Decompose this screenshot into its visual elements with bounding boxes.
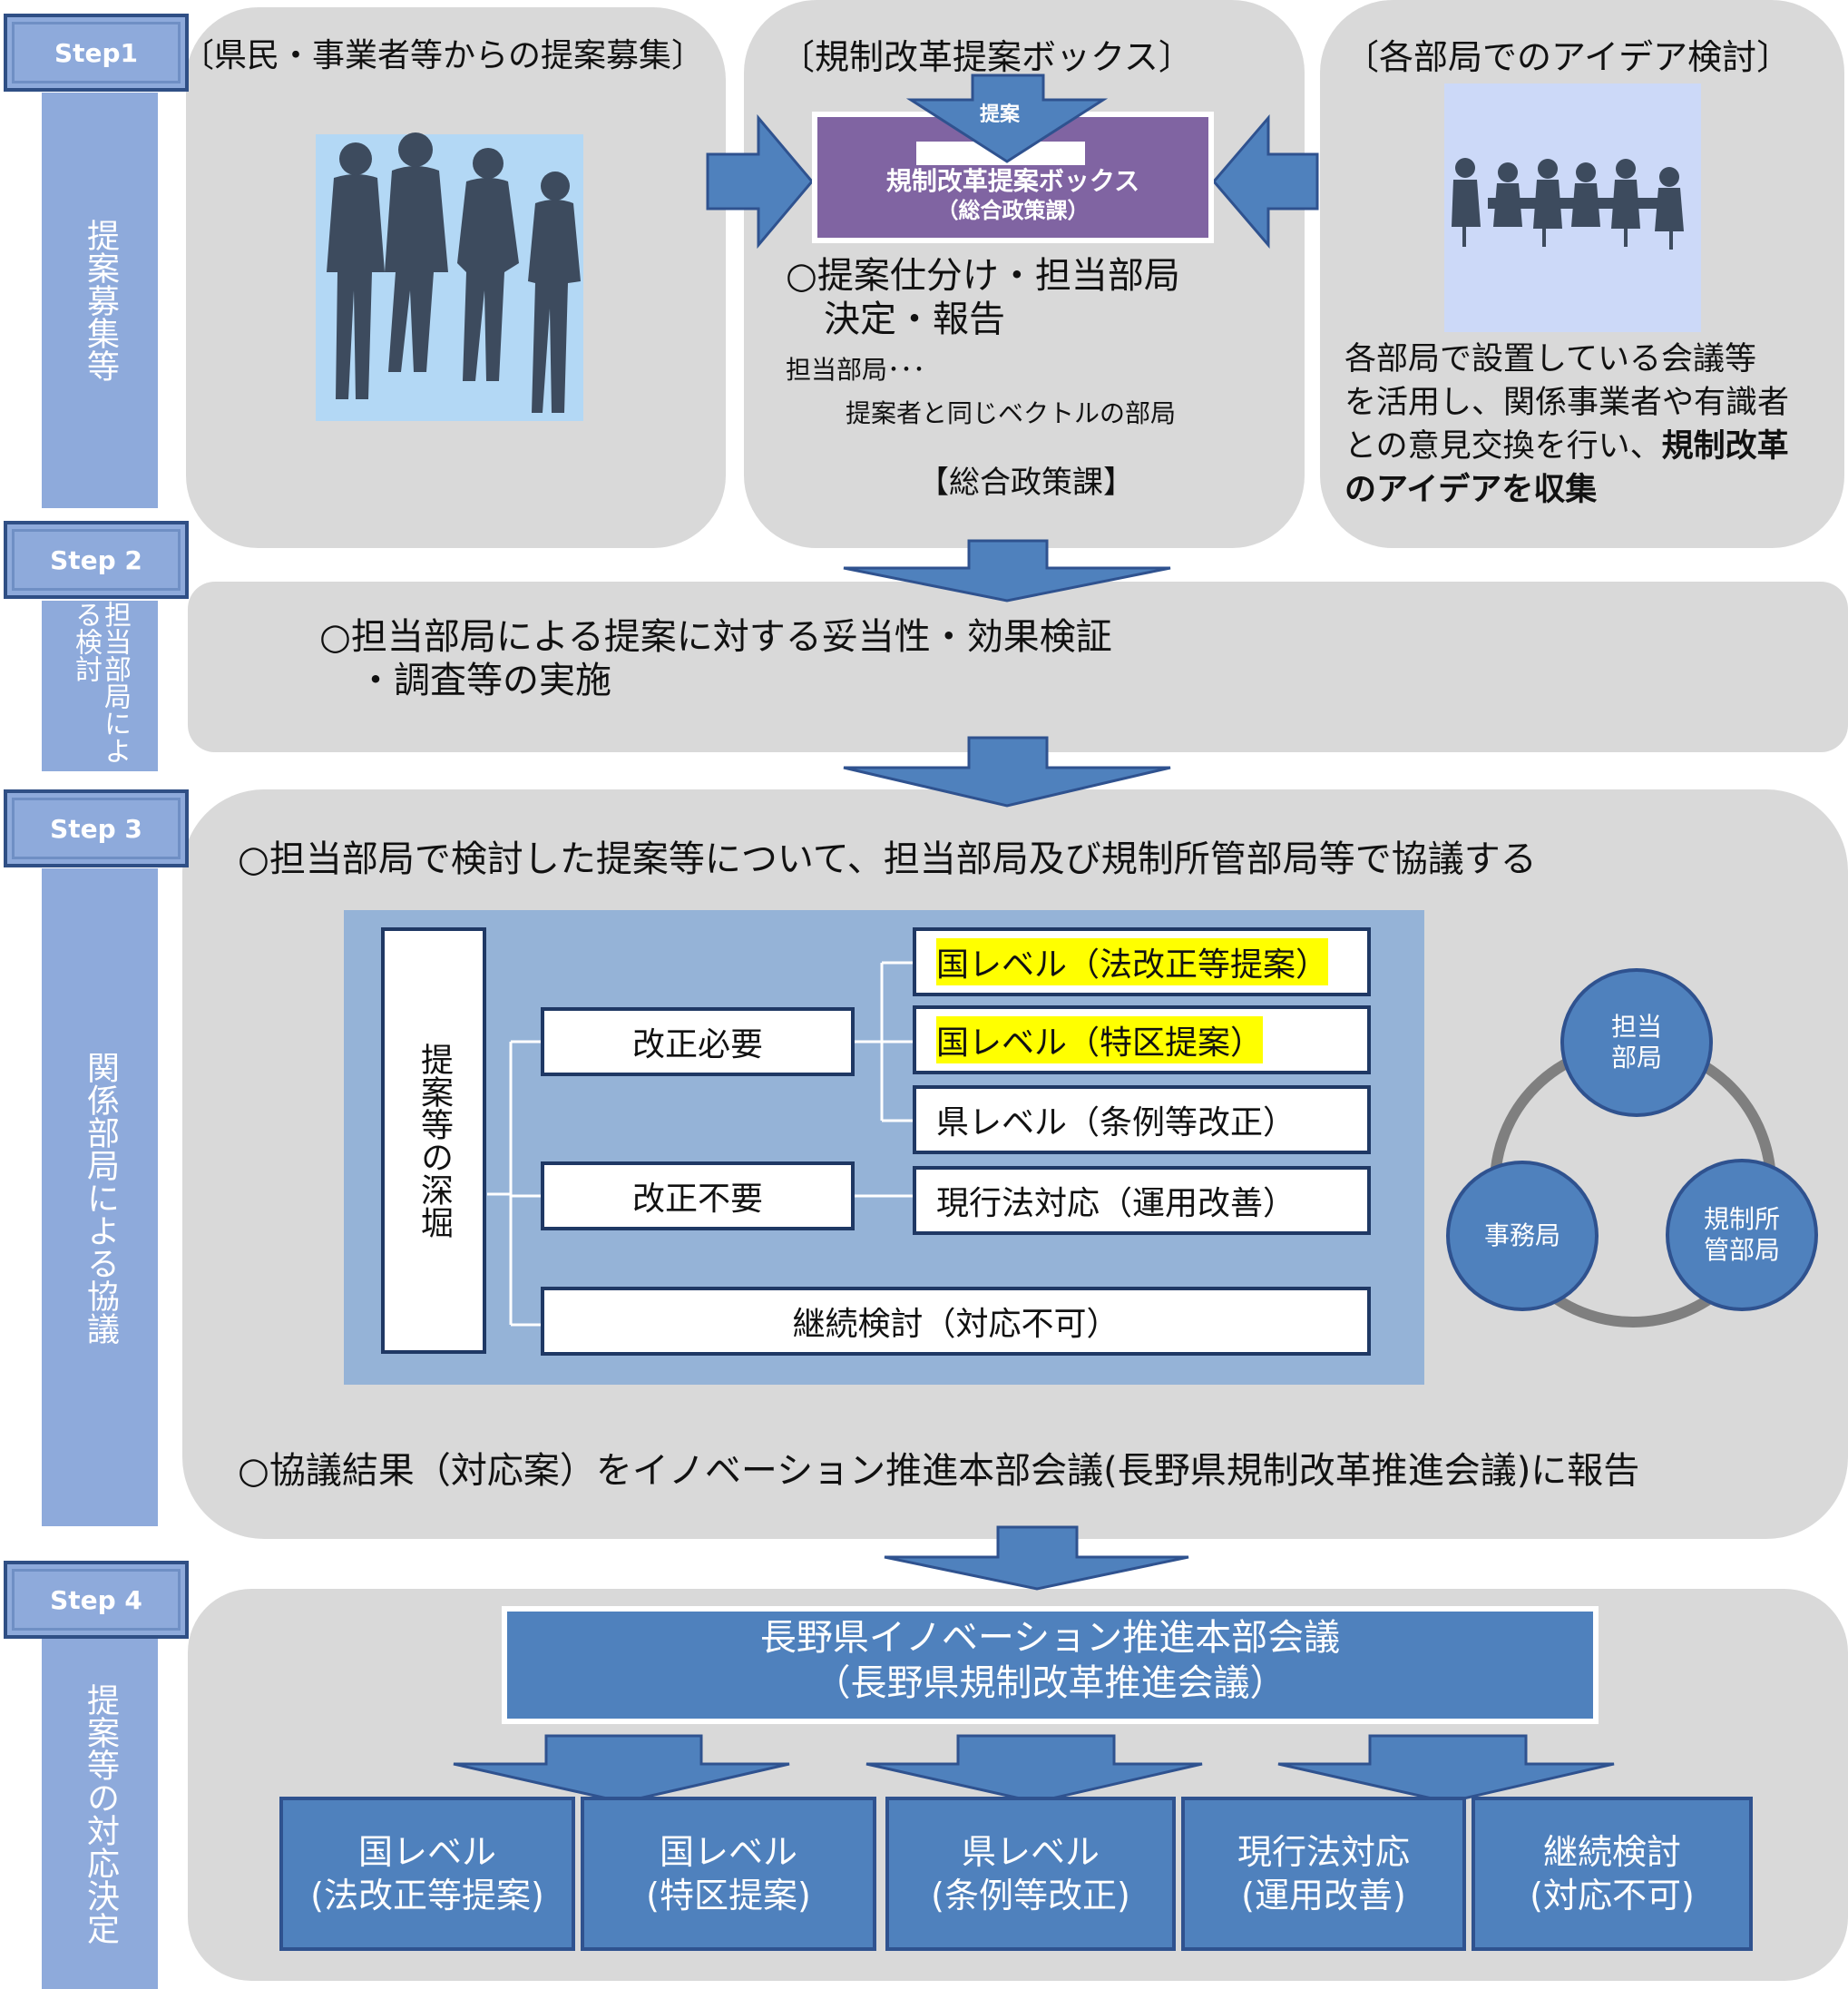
step1-col2-heading: 〔規制改革提案ボックス〕 <box>780 37 1193 77</box>
step1-label: Step1 <box>54 37 139 68</box>
idea-line4: のアイデアを収集 <box>1344 472 1598 508</box>
deep-dive-root-label: 提案等の深堀 <box>416 1043 453 1239</box>
cycle-right-line2: 管部局 <box>1703 1235 1780 1265</box>
cycle-node-secretariat: 事務局 <box>1446 1161 1599 1311</box>
arrow-right-from-left <box>706 113 814 250</box>
people-silhouette-image <box>316 132 583 421</box>
branch-revision-required: 改正必要 <box>541 1007 855 1076</box>
outcome-line2: (特区提案) <box>646 1876 811 1916</box>
outcome-national-special-zone: 国レベル (特区提案) <box>581 1797 876 1951</box>
branch-continue-label: 継続検討（対応不可） <box>792 1306 1120 1343</box>
arrow-step2-to-3 <box>843 736 1171 808</box>
arrow-step1-to-2 <box>843 539 1171 603</box>
outcome-current-law: 現行法対応 (運用改善) <box>1181 1797 1466 1951</box>
step2-panel <box>188 582 1848 752</box>
proposal-arrow <box>905 73 1109 163</box>
idea-collection-text: 各部局で設置している会議等 を活用し、関係事業者や有識者 との意見交換を行い、規… <box>1344 338 1789 512</box>
branch-revision-not-required: 改正不要 <box>541 1161 855 1230</box>
idea-line3: との意見交換を行い、規制改革 <box>1344 425 1789 468</box>
arrow-step3-to-4 <box>884 1525 1189 1591</box>
step2-sidebar: 担当部局による検討 <box>42 601 158 771</box>
outcome-prefecture: 県レベル (条例等改正) <box>885 1797 1176 1951</box>
idea-line3-plain: との意見交換を行い、 <box>1344 428 1662 465</box>
cycle-top-line1: 担当 <box>1610 1012 1662 1042</box>
outcome-line2: (対応不可) <box>1530 1876 1695 1916</box>
proposal-note2: 提案者と同じベクトルの部局 <box>846 398 1177 428</box>
proposal-bullet-line1: ○提案仕分け・担当部局 <box>786 255 1180 297</box>
leaf-national-law-label: 国レベル（法改正等提案） <box>936 938 1329 985</box>
cycle-node-responsible-dept: 担当部局 <box>1560 968 1713 1117</box>
proposal-note1: 担当部局･･･ <box>786 355 926 385</box>
step2-line2: ・調査等の実施 <box>357 660 611 701</box>
outcome-line1: 国レベル <box>659 1832 797 1872</box>
arrow-left-from-right <box>1212 113 1319 250</box>
step3-footer: ○協議結果（対応案）をイノベーション推進本部会議(長野県規制改革推進会議)に報告 <box>238 1450 1640 1492</box>
idea-line3-bold: 規制改革 <box>1661 428 1789 465</box>
deep-dive-root: 提案等の深堀 <box>381 927 486 1354</box>
proposal-arrow-label: 提案 <box>980 103 1021 126</box>
arrow-outcome-right <box>1277 1734 1615 1804</box>
branch-revision-not-required-label: 改正不要 <box>631 1181 763 1218</box>
step1-col1-heading: 〔県民・事業者等からの提案募集〕 <box>181 37 705 74</box>
idea-line1: 各部局で設置している会議等 <box>1344 341 1756 377</box>
step4-badge: Step 4 <box>4 1561 189 1639</box>
step2-line1: ○担当部局による提案に対する妥当性・効果検証 <box>319 616 1112 658</box>
council-box <box>507 1612 1593 1719</box>
council-text: 長野県イノベーション推進本部会議 （長野県規制改革推進会議） <box>507 1615 1593 1706</box>
step2-badge: Step 2 <box>4 521 189 599</box>
outcome-line1: 継続検討 <box>1542 1832 1681 1872</box>
step3-sidebar: 関係部局による協議 <box>42 868 158 1526</box>
outcome-national-law: 国レベル (法改正等提案) <box>279 1797 575 1951</box>
council-line2: （長野県規制改革推進会議） <box>814 1662 1286 1704</box>
leaf-current-law-label: 現行法対応（運用改善） <box>936 1185 1296 1222</box>
idea-line2: を活用し、関係事業者や有識者 <box>1344 385 1790 421</box>
step1-sidebar: 提案募集等 <box>42 93 158 508</box>
step2-text: ○担当部局による提案に対する妥当性・効果検証 ・調査等の実施 <box>319 615 1112 702</box>
cycle-left-label: 事務局 <box>1483 1220 1560 1250</box>
outcome-line1: 国レベル <box>357 1832 496 1872</box>
step4-side-text: 提案等の対応決定 <box>82 1683 119 1945</box>
outcome-line1: 県レベル <box>961 1832 1100 1872</box>
meeting-silhouette-image <box>1444 83 1701 332</box>
step1-side-text: 提案募集等 <box>82 219 119 382</box>
step1-badge: Step1 <box>4 14 189 92</box>
step3-badge: Step 3 <box>4 789 189 867</box>
arrow-outcome-left <box>453 1734 790 1804</box>
leaf-national-law: 国レベル（法改正等提案） <box>913 927 1371 996</box>
outcome-line2: (運用改善) <box>1241 1876 1406 1916</box>
step3-heading: ○担当部局で検討した提案等について、担当部局及び規制所管部局等で協議する <box>238 838 1537 880</box>
step1-col3-heading: 〔各部局でのアイデア検討〕 <box>1344 37 1792 77</box>
branch-revision-required-label: 改正必要 <box>631 1026 763 1063</box>
proposal-box-text: 規制改革提案ボックス （総合政策課） <box>817 167 1208 225</box>
leaf-prefecture: 県レベル（条例等改正） <box>913 1085 1371 1154</box>
proposal-box-line2: （総合政策課） <box>936 198 1090 223</box>
proposal-box-line1: 規制改革提案ボックス <box>885 166 1140 196</box>
step3-label: Step 3 <box>50 813 142 844</box>
proposal-bullet-line2: 決定・報告 <box>824 299 1005 340</box>
branch-continue: 継続検討（対応不可） <box>541 1287 1371 1356</box>
outcome-line2: (法改正等提案) <box>310 1876 544 1916</box>
outcome-line1: 現行法対応 <box>1237 1832 1410 1872</box>
council-line1: 長野県イノベーション推進本部会議 <box>759 1617 1341 1659</box>
arrow-outcome-center <box>865 1734 1203 1804</box>
cycle-right-line1: 規制所 <box>1703 1204 1780 1234</box>
leaf-national-special-zone: 国レベル（特区提案） <box>913 1005 1371 1074</box>
leaf-national-special-zone-label: 国レベル（特区提案） <box>936 1016 1264 1063</box>
outcome-line2: (条例等改正) <box>931 1876 1130 1916</box>
proposal-bullet: ○提案仕分け・担当部局 決定・報告 <box>786 254 1180 341</box>
step4-label: Step 4 <box>50 1584 142 1615</box>
cycle-node-regulatory-dept: 規制所管部局 <box>1666 1159 1818 1311</box>
step4-sidebar: 提案等の対応決定 <box>42 1639 158 1989</box>
cycle-top-line2: 部局 <box>1610 1043 1662 1073</box>
step3-side-text: 関係部局による協議 <box>82 1050 119 1345</box>
step2-side-text: 担当部局による検討 <box>70 601 131 764</box>
leaf-current-law: 現行法対応（運用改善） <box>913 1166 1371 1235</box>
proposal-footer: 【総合政策課】 <box>918 465 1134 501</box>
step2-label: Step 2 <box>50 544 142 575</box>
leaf-prefecture-label: 県レベル（条例等改正） <box>936 1104 1296 1141</box>
outcome-continue: 継続検討 (対応不可) <box>1472 1797 1753 1951</box>
